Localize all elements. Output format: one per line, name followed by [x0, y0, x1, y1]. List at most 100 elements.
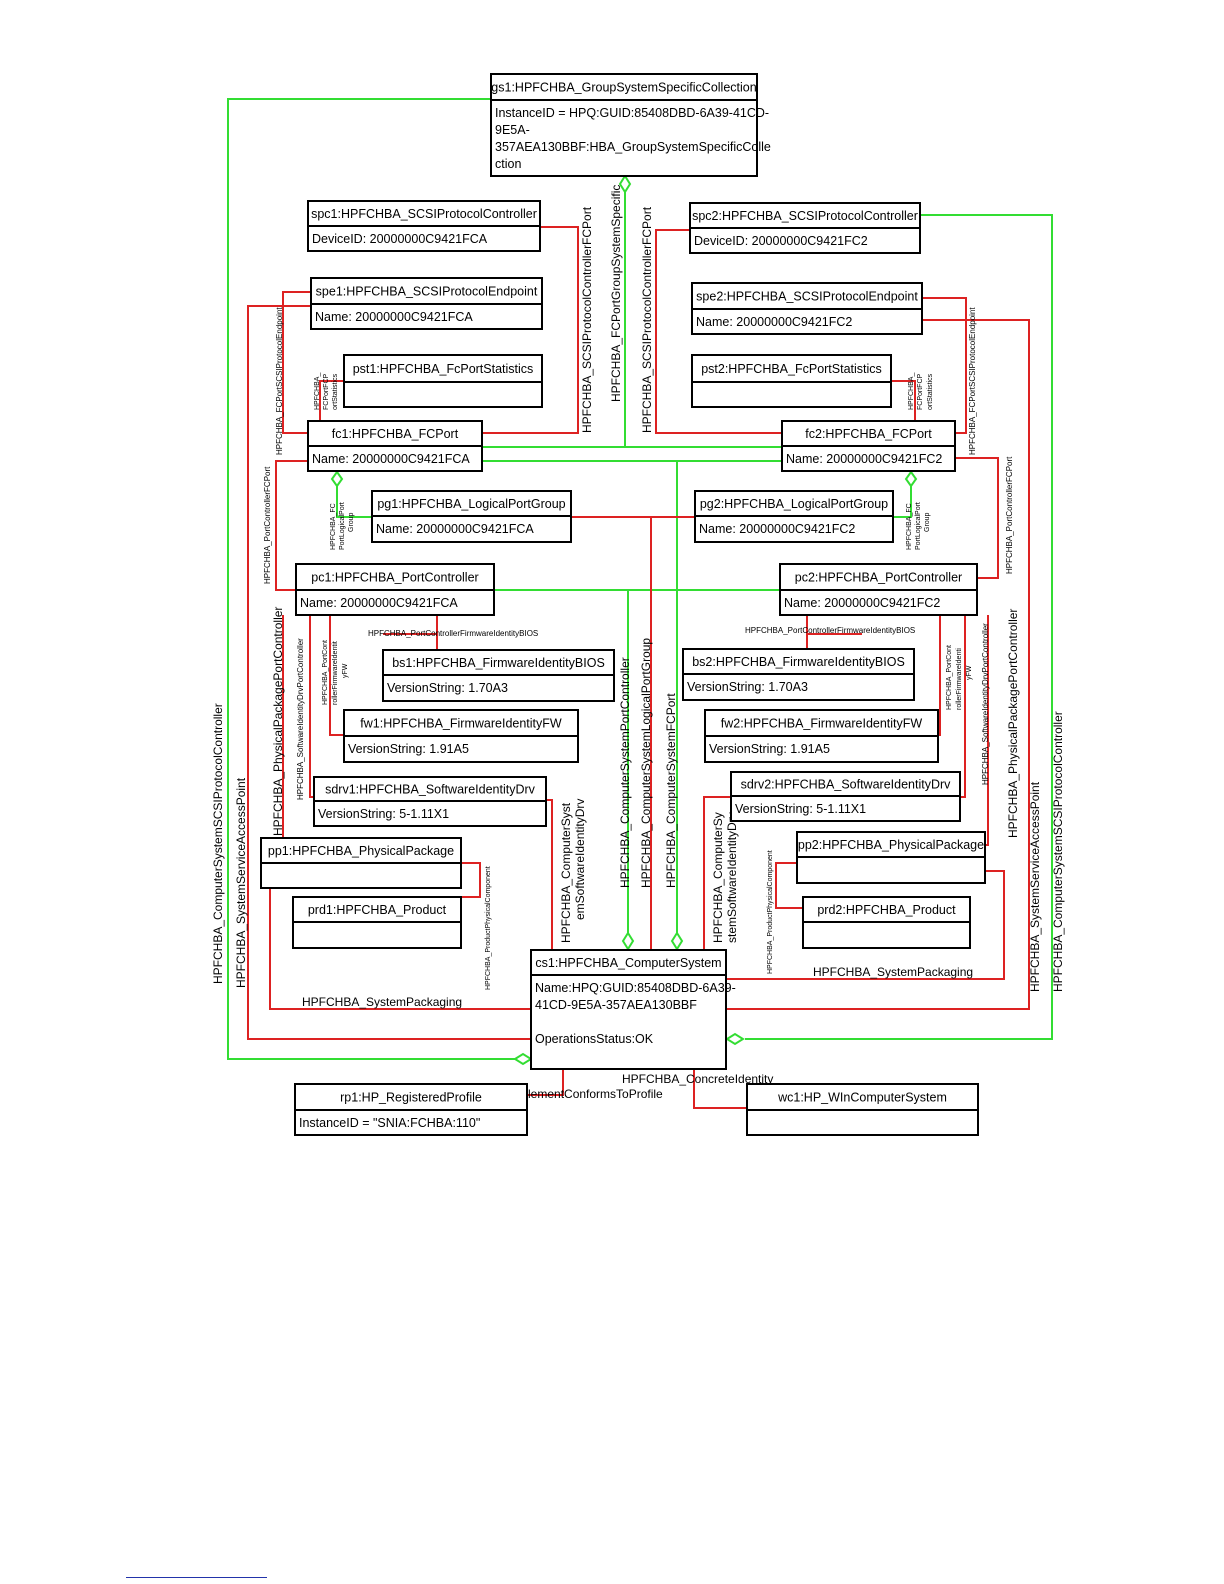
label-cs-spc-2: HPFCHBA_ComputerSystemSCSIProtocolContro… [1051, 711, 1065, 992]
prd2-title: prd2:HPFCHBA_Product [817, 903, 956, 917]
fc2-title: fc2:HPFCHBA_FCPort [805, 427, 932, 441]
pc1-title: pc1:HPFCHBA_PortController [311, 571, 478, 585]
label-prod-phys-2: HPFCHBA_ProductPhysicalComponent [767, 850, 774, 974]
bs2-title: bs2:HPFCHBA_FirmwareIdentityBIOS [692, 655, 905, 669]
sdrv2-software-identity-drv-box: sdrv2:HPFCHBA_SoftwareIdentityDrvVersion… [730, 771, 961, 822]
sdrv2-attribute: VersionString: 5-1.11X1 [735, 802, 866, 816]
label-pc-fw-fw-2: rollerFirmwareIdenti [956, 648, 963, 710]
label-prod-phys-1: HPFCHBA_ProductPhysicalComponent [485, 866, 492, 990]
label-cs-sw-drv-2: HPFCHBA_ComputerSy [711, 812, 725, 943]
label-pc-fw-bios-2: HPFCHBA_PortControllerFirmwareIdentityBI… [745, 626, 915, 635]
label-elem-conforms: ElementConformsToProfile [520, 1087, 663, 1101]
spc2-scsi-protocol-controller-box: spc2:HPFCHBA_SCSIProtocolControllerDevic… [689, 202, 921, 254]
bs1-attribute: VersionString: 1.70A3 [387, 681, 508, 695]
pst1-title: pst1:HPFCHBA_FcPortStatistics [353, 362, 534, 376]
label-pc-fw-fw-2: yFW [966, 665, 973, 680]
label-fcport-stats-2: FCPortFCP [917, 374, 924, 411]
pst2-fc-port-statistics-box: pst2:HPFCHBA_FcPortStatistics [691, 354, 892, 408]
spe1-title: spe1:HPFCHBA_SCSIProtocolEndpoint [316, 285, 538, 299]
label-fcport-stats-1: HPFCHBA_ [314, 373, 321, 410]
wc1-title: wc1:HP_WInComputerSystem [777, 1091, 947, 1105]
cs1-box-border [530, 949, 727, 1070]
label-cs-sw-drv-1: HPFCHBA_ComputerSyst [559, 802, 573, 943]
cs1-attribute: Name:HPQ:GUID:85408DBD-6A39- [535, 981, 736, 995]
wc1-win-computer-system-box: wc1:HP_WInComputerSystem [746, 1083, 979, 1136]
fc1-attribute: Name: 20000000C9421FCA [312, 452, 470, 466]
fw1-title: fw1:HPFCHBA_FirmwareIdentityFW [360, 717, 562, 731]
label-phys-pkg-pc-1: HPFCHBA_PhysicalPackagePortController [271, 607, 285, 836]
label-sys-sap-1: HPFCHBA_SystemServiceAccessPoint [234, 777, 248, 988]
fc2-attribute: Name: 20000000C9421FC2 [786, 452, 942, 466]
spe1-attribute: Name: 20000000C9421FCA [315, 310, 473, 324]
label-cs-spc-1: HPFCHBA_ComputerSystemSCSIProtocolContro… [211, 703, 225, 984]
rp1-title: rp1:HP_RegisteredProfile [340, 1091, 482, 1105]
label-pc-fw-fw-2: HPFCHBA_PortCont [946, 645, 953, 710]
label-concrete-identity: HPFCHBA_ConcreteIdentity [622, 1072, 773, 1086]
pp1-physical-package-box: pp1:HPFCHBA_PhysicalPackage [260, 837, 462, 889]
pg2-attribute: Name: 20000000C9421FC2 [699, 522, 855, 536]
pc1-attribute: Name: 20000000C9421FCA [300, 596, 458, 610]
spe2-attribute: Name: 20000000C9421FC2 [696, 315, 852, 329]
bs2-firmware-identity-bios-box: bs2:HPFCHBA_FirmwareIdentityBIOS VersionS… [682, 648, 915, 701]
pst1-fc-port-statistics-box: pst1:HPFCHBA_FcPortStatistics [343, 354, 543, 408]
label-phys-pkg-pc-2: HPFCHBA_PhysicalPackagePortController [1006, 609, 1020, 838]
label-fc-lpg-2: PortLogicalPort [915, 502, 922, 550]
pst2-title: pst2:HPFCHBA_FcPortStatistics [701, 362, 882, 376]
label-pc-fw-bios-1: HPFCHBA_PortControllerFirmwareIdentityBI… [368, 629, 538, 638]
prd1-product-box: prd1:HPFCHBA_Product [292, 896, 462, 949]
label-pc-fw-fw-1: yFW [342, 663, 349, 678]
label-fcport-scsi-ep-2: HPFCHBA_FCPortSCSIProtocolEndpoint [968, 307, 977, 455]
gs1-group-collection-box: gs1:HPFCHBA_GroupSystemSpecificCollectio… [490, 73, 771, 177]
label-cs-lpg: HPFCHBA_ComputerSystemLogicalPortGroup [639, 638, 653, 888]
fw2-firmware-identity-fw-box: fw2:HPFCHBA_FirmwareIdentityFW VersionStr… [704, 709, 939, 763]
sdrv1-attribute: VersionString: 5-1.11X1 [318, 807, 449, 821]
label-sys-pkg-1: HPFCHBA_SystemPackaging [302, 995, 462, 1009]
sdrv1-software-identity-drv-box: sdrv1:HPFCHBA_SoftwareIdentityDrvVersion… [313, 776, 547, 827]
label-fcport-group-ss: HPFCHBA_FCPortGroupSystemSpecific [609, 185, 623, 402]
bs1-title: bs1:HPFCHBA_FirmwareIdentityBIOS [392, 656, 605, 670]
label-fcport-stats-2: ortStatistics [927, 373, 934, 410]
label-fcport-stats-1: FCPortFCP [323, 374, 330, 411]
spc1-scsi-protocol-controller-box: spc1:HPFCHBA_SCSIProtocolControllerDevic… [307, 200, 541, 252]
pg2-title: pg2:HPFCHBA_LogicalPortGroup [700, 497, 888, 511]
rp1-attribute: InstanceID = "SNIA:FCHBA:110" [299, 1116, 480, 1130]
label-cs-sw-drv-1: emSoftwareIdentityDrv [573, 799, 587, 920]
red-association-lines [247, 226, 1030, 1109]
fw1-attribute: VersionString: 1.91A5 [348, 742, 469, 756]
pp1-title: pp1:HPFCHBA_PhysicalPackage [268, 844, 454, 858]
gs1-title: gs1:HPFCHBA_GroupSystemSpecificCollectio… [491, 81, 756, 95]
label-pc-fw-fw-1: rollerFirmwareIdentit [332, 641, 339, 705]
label-fc-lpg-1: Group [348, 512, 355, 532]
cs1-title: cs1:HPFCHBA_ComputerSystem [535, 956, 721, 970]
gs1-attribute: 9E5A- [495, 123, 530, 137]
spe2-title: spe2:HPFCHBA_SCSIProtocolEndpoint [696, 290, 918, 304]
prd2-product-box: prd2:HPFCHBA_Product [802, 896, 971, 949]
footnote-separator [126, 1577, 267, 1578]
bs2-attribute: VersionString: 1.70A3 [687, 680, 808, 694]
prd1-title: prd1:HPFCHBA_Product [308, 903, 447, 917]
label-sw-drv-pc-1: HPFCHBA_SoftwareIdentityDrvPortControlle… [296, 638, 305, 800]
label-sys-pkg-2: HPFCHBA_SystemPackaging [813, 965, 973, 979]
cs1-attribute: 41CD-9E5A-357AEA130BBF [535, 998, 697, 1012]
gs1-attribute: 357AEA130BBF:HBA_GroupSystemSpecificColl… [495, 140, 771, 154]
bs1-firmware-identity-bios-box: bs1:HPFCHBA_FirmwareIdentityBIOS VersionS… [382, 649, 615, 702]
fw2-title: fw2:HPFCHBA_FirmwareIdentityFW [721, 717, 923, 731]
label-cs-pc: HPFCHBA_ComputerSystemPortController [618, 657, 632, 888]
pc2-title: pc2:HPFCHBA_PortController [795, 571, 962, 585]
cs1-computer-system-box: cs1:HPFCHBA_ComputerSystemName:HPQ:GUID:… [530, 949, 736, 1070]
fw1-firmware-identity-fw-box: fw1:HPFCHBA_FirmwareIdentityFW VersionStr… [343, 709, 579, 763]
spc2-title: spc2:HPFCHBA_SCSIProtocolController [692, 209, 918, 223]
pc2-attribute: Name: 20000000C9421FC2 [784, 596, 940, 610]
sdrv2-title: sdrv2:HPFCHBA_SoftwareIdentityDrv [741, 778, 952, 792]
gs1-box-border [490, 73, 758, 177]
spc1-attribute: DeviceID: 20000000C9421FCA [312, 232, 488, 246]
label-fc-lpg-2: HPFCHBA_FC [906, 503, 913, 550]
label-fcport-stats-2: HPFCHBA_ [908, 373, 915, 410]
green-association-lines [227, 98, 1053, 1060]
fw2-attribute: VersionString: 1.91A5 [709, 742, 830, 756]
